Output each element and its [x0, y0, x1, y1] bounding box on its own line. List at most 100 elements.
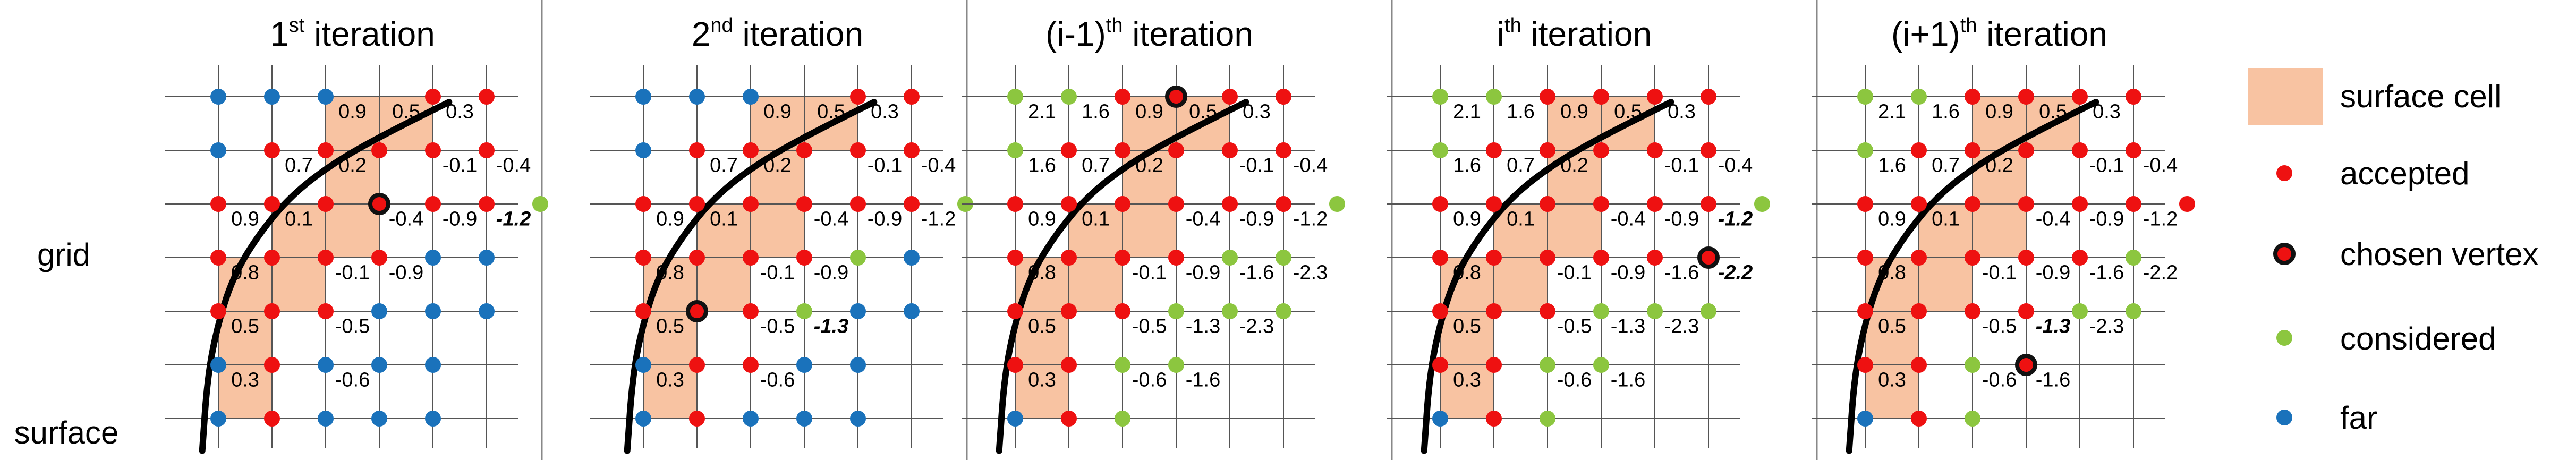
grid-vertex [264, 411, 280, 427]
cell-value: -0.5 [1557, 316, 1592, 338]
grid-vertex [1911, 303, 1927, 319]
cell-value: 0.3 [871, 101, 899, 123]
grid-vertex [689, 89, 705, 105]
grid-vertex [796, 142, 812, 158]
grid-vertex [1115, 89, 1130, 105]
grid-vertex [1540, 303, 1555, 319]
grid-vertex [850, 142, 866, 158]
surface-cell [1919, 204, 1973, 258]
grid-vertex [850, 411, 866, 427]
grid-vertex [371, 142, 387, 158]
grid-vertex [850, 357, 866, 373]
cell-value: -1.3 [814, 316, 848, 338]
cell-value: 0.9 [231, 208, 259, 231]
grid-vertex [1007, 142, 1023, 158]
grid-vertex [1965, 411, 1980, 427]
grid-vertex [1276, 250, 1291, 266]
grid-vertex [850, 196, 866, 212]
grid-vertex [1061, 357, 1077, 373]
grid-vertex [743, 303, 759, 319]
grid-vertex [1115, 142, 1130, 158]
grid-vertex [425, 411, 441, 427]
grid-vertex [1007, 357, 1023, 373]
cell-value: 0.9 [1453, 208, 1481, 231]
iteration-title: 2nd iteration [692, 14, 863, 53]
grid-vertex [904, 196, 920, 212]
grid-vertex [1432, 357, 1448, 373]
grid-vertex [1593, 89, 1609, 105]
cell-value: -1.6 [2089, 262, 2124, 284]
cell-value: -1.2 [1293, 208, 1328, 231]
surface-cell [643, 311, 697, 365]
cell-value: 0.5 [1028, 316, 1056, 338]
cell-value: -0.9 [443, 208, 477, 231]
grid-vertex [210, 142, 226, 158]
surface-cell [1973, 204, 2026, 258]
grid-vertex [264, 196, 280, 212]
surface-cell [272, 204, 326, 258]
grid-vertex [2126, 89, 2141, 105]
grid-vertex [425, 89, 441, 105]
cell-value: -0.9 [868, 208, 902, 231]
cell-value: -0.4 [1293, 155, 1328, 177]
cell-value: -0.4 [1718, 155, 1753, 177]
grid-vertex [1857, 357, 1873, 373]
cell-value: 0.1 [710, 208, 738, 231]
grid-vertex [479, 250, 495, 266]
cell-value: -2.3 [1664, 316, 1699, 338]
legend: surface cell accepted chosen vertex cons… [2248, 68, 2539, 436]
cell-value: -1.2 [496, 208, 531, 231]
grid-vertex [1857, 303, 1873, 319]
grid-vertex [904, 250, 920, 266]
grid-vertex [425, 196, 441, 212]
grid-vertex [1701, 89, 1716, 105]
cell-value: -1.2 [2143, 208, 2178, 231]
surface-cell [1865, 365, 1919, 419]
legend-accepted-label: accepted [2340, 156, 2470, 191]
surface-cell [1015, 311, 1069, 365]
grid-vertex [1115, 250, 1130, 266]
cell-value: -1.6 [1239, 262, 1274, 284]
surface-cell [326, 204, 379, 258]
grid-vertex [635, 89, 651, 105]
cell-value: 0.9 [338, 101, 367, 123]
cell-value: -0.1 [868, 155, 902, 177]
cell-value: -0.4 [814, 208, 848, 231]
cell-value: -0.5 [1982, 316, 2017, 338]
cell-value: 0.8 [1878, 262, 1906, 284]
grid-vertex [425, 250, 441, 266]
grid-vertex [1276, 142, 1291, 158]
cell-value: 0.5 [1878, 316, 1906, 338]
grid-vertex [2072, 303, 2088, 319]
grid-vertex [2018, 89, 2034, 105]
grid-vertex [318, 142, 334, 158]
cell-value: 0.9 [763, 101, 792, 123]
surface-cell [697, 204, 751, 258]
grid-vertex [1432, 303, 1448, 319]
grid-vertex [1486, 250, 1502, 266]
cell-value: -1.6 [1186, 369, 1220, 391]
grid-vertex [1647, 89, 1663, 105]
grid-side-label: grid [37, 237, 90, 272]
grid-vertex [635, 357, 651, 373]
grid-vertex [479, 196, 495, 212]
surface-curve [199, 99, 453, 454]
surface-cell [1440, 311, 1494, 365]
cell-value: 0.1 [1082, 208, 1110, 231]
grid-vertex [1432, 89, 1448, 105]
surface-cell [751, 204, 804, 258]
surface-cell [697, 258, 751, 311]
surface-cell [1494, 258, 1548, 311]
cell-value: 0.8 [231, 262, 259, 284]
cell-value: -0.9 [389, 262, 423, 284]
surface-cell [1015, 365, 1069, 419]
surface-cell [1973, 150, 2026, 204]
cell-value: 1.6 [1453, 155, 1481, 177]
cell-value: 0.7 [710, 155, 738, 177]
cell-value: 0.8 [656, 262, 684, 284]
cell-value: 0.2 [338, 155, 367, 177]
cell-value: -2.3 [2089, 316, 2124, 338]
cell-value: 0.3 [1028, 369, 1056, 391]
